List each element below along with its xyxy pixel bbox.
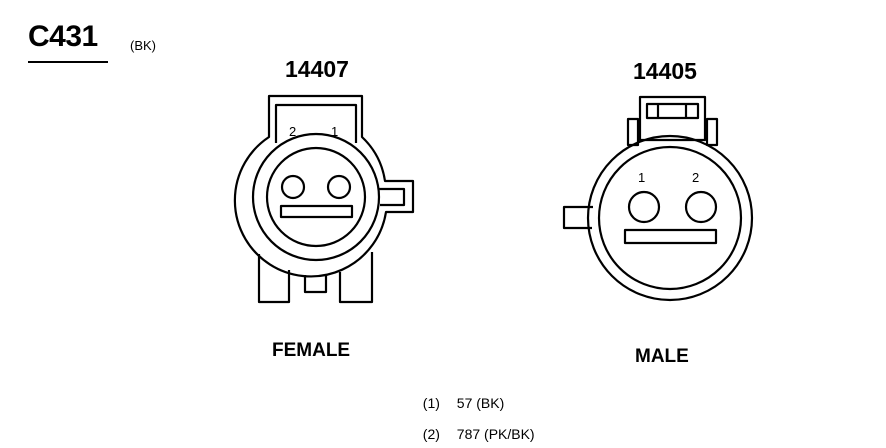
- male-latch-inner: [645, 102, 700, 120]
- female-inner-tab: [274, 103, 358, 143]
- circuit-legend-row: (1) 57 (BK): [415, 379, 504, 411]
- male-body-outer: [586, 134, 754, 302]
- female-part-number: 14407: [285, 56, 349, 82]
- connector-id-underline: [28, 61, 108, 63]
- female-label: FEMALE: [272, 340, 351, 361]
- circuit-description: 787 (PK/BK): [456, 426, 535, 442]
- male-pin-1: [627, 190, 661, 224]
- female-pin-label-right: 1: [331, 124, 339, 139]
- circuit-pin-number: (2): [422, 426, 440, 442]
- male-latch-outer: [638, 95, 707, 142]
- connector-color: (BK): [130, 38, 156, 53]
- female-leg-right: [338, 252, 374, 304]
- male-connector: [562, 95, 754, 302]
- female-connector: [233, 94, 415, 304]
- female-latch: [379, 187, 406, 207]
- male-pin-label-left: 1: [638, 170, 646, 185]
- male-label: MALE: [635, 346, 689, 367]
- female-body-circle: [251, 132, 381, 262]
- connector-id: C431: [28, 20, 98, 53]
- male-part-number: 14405: [633, 58, 697, 84]
- male-pin-label-right: 2: [692, 170, 700, 185]
- male-side-tab: [562, 205, 593, 230]
- female-pin-2: [280, 174, 306, 200]
- female-pin-1: [326, 174, 352, 200]
- female-pin-label-left: 2: [289, 124, 297, 139]
- female-face-circle: [265, 146, 367, 248]
- male-pin-2: [684, 190, 718, 224]
- male-body-inner: [597, 145, 743, 291]
- female-leg-left: [257, 254, 291, 304]
- male-key-bar: [623, 228, 718, 245]
- female-leg-center: [303, 275, 328, 294]
- male-post-right: [705, 117, 719, 147]
- circuit-legend-row: (2) 787 (PK/BK): [415, 410, 535, 442]
- female-housing-outline: [233, 94, 415, 278]
- female-key-bar: [279, 204, 354, 219]
- male-post-left: [626, 117, 640, 147]
- circuit-pin-number: (1): [422, 395, 440, 411]
- circuit-description: 57 (BK): [456, 395, 505, 411]
